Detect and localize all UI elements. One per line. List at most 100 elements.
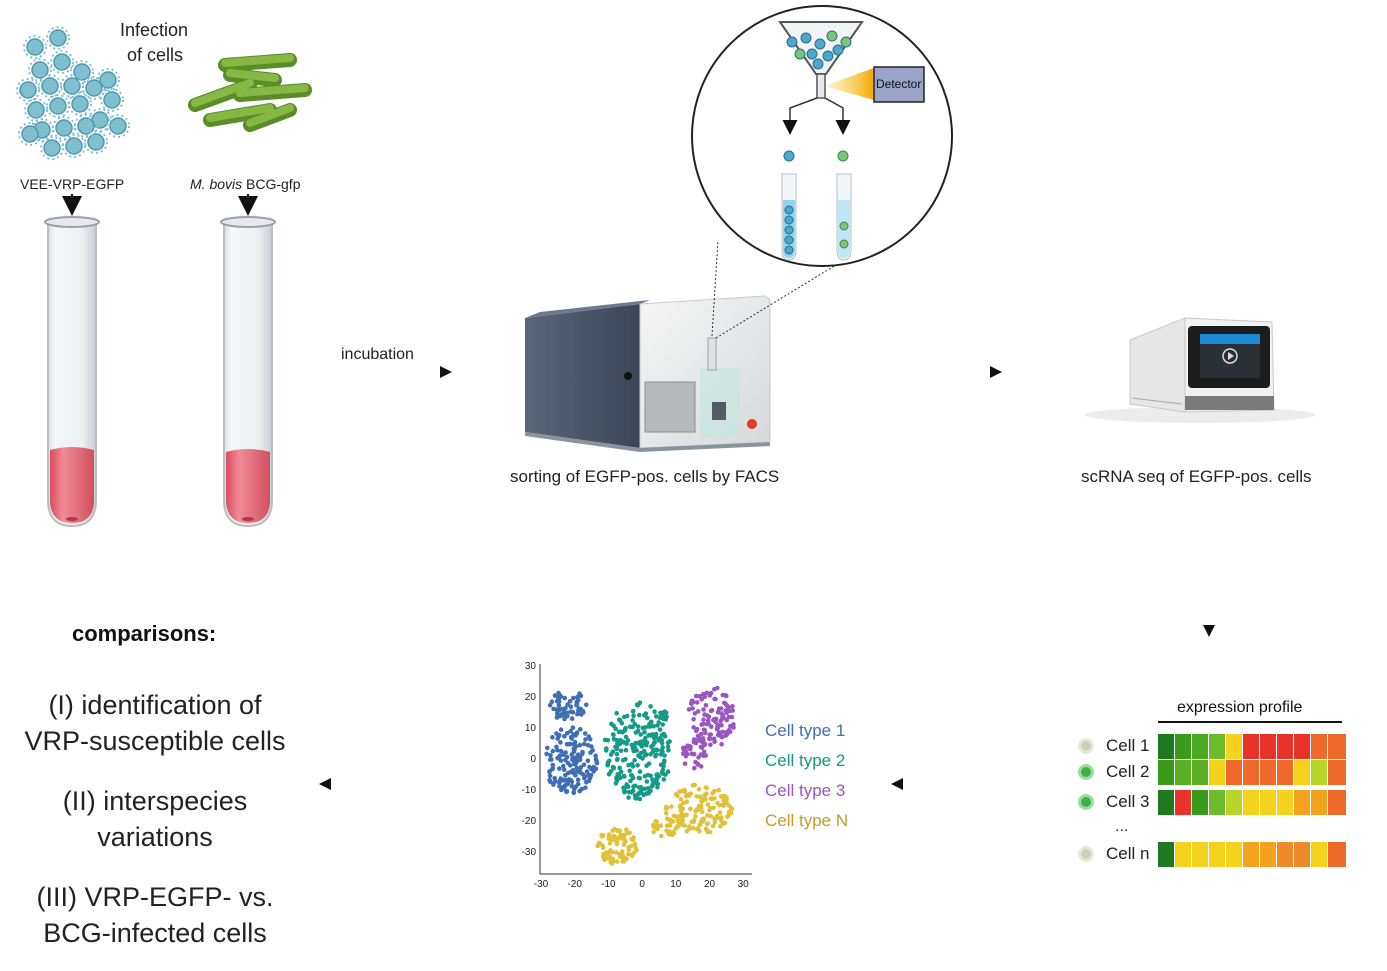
heatmap-cell [1191,841,1211,868]
scatter-point-cluster-4 [677,813,682,819]
scatter-point-cluster-2 [626,795,631,800]
scatter-point-cluster-2 [642,730,647,735]
scatter-point-cluster-1 [548,752,553,758]
scatter-point-cluster-2 [642,786,647,792]
scatter-point-cluster-1 [558,694,564,699]
scatter-point-cluster-3 [693,693,699,699]
facs-label: sorting of EGFP-pos. cells by FACS [510,467,780,486]
scatter-point-cluster-2 [608,752,614,757]
scatter-point-cluster-4 [693,814,698,819]
scatter-point-cluster-4 [717,810,723,815]
scatter-point-cluster-2 [618,729,623,734]
heatmap-cell [1225,789,1245,816]
scatter-point-cluster-4 [626,847,632,853]
scatter-point-cluster-4 [719,815,724,820]
scatter-point-cluster-2 [637,700,643,706]
scatter-point-cluster-4 [698,803,704,808]
heatmap-cell [1259,759,1279,786]
scatter-point-cluster-2 [662,709,668,714]
scatter-point-cluster-1 [570,710,576,715]
scatter-point-cluster-3 [703,730,708,736]
scrna-instrument-icon [1085,317,1315,423]
scatter-point-cluster-2 [621,714,627,720]
scatter-point-cluster-4 [633,845,639,851]
scatter-point-cluster-2 [639,744,645,749]
scatter-point-cluster-4 [599,832,604,838]
scatter-point-cluster-3 [711,736,717,742]
scatter-point-cluster-2 [632,721,638,727]
scatter-point-cluster-2 [662,753,667,758]
scatter-point-cluster-3 [729,714,735,720]
scatter-point-cluster-2 [630,788,636,794]
scatter-point-cluster-2 [627,724,633,729]
scatter-point-cluster-4 [631,851,636,856]
scatter-point-cluster-1 [549,699,555,704]
scatter-point-cluster-3 [708,742,713,747]
scatter-point-cluster-2 [642,725,648,730]
scatter-point-cluster-1 [569,716,575,721]
scatter-point-cluster-2 [646,732,652,738]
cell-dot-icon [1078,738,1094,754]
scatter-point-cluster-1 [588,750,593,755]
scatter-point-cluster-4 [691,825,696,831]
scatter-point-cluster-2 [621,773,627,779]
tube-right-label: M. bovis BCG-gfp [190,176,301,192]
scatter-point-cluster-1 [582,731,588,736]
x-tick-label: 0 [639,879,645,890]
scatter-point-cluster-4 [718,794,724,799]
heatmap-cell [1157,841,1177,868]
scatter-point-cluster-3 [704,690,710,696]
scatter-point-cluster-2 [617,765,622,771]
scatter-point-cluster-2 [602,737,608,743]
scatter-point-cluster-2 [644,779,650,784]
tube-left-label: VEE-VRP-EGFP [20,176,125,192]
scatter-point-cluster-2 [657,715,663,720]
scatter-point-cluster-1 [547,769,552,775]
scatter-point-cluster-1 [572,747,577,752]
scatter-point-cluster-4 [680,818,686,823]
scatter-point-cluster-4 [700,809,705,814]
scatter-point-cluster-2 [655,785,660,790]
scatter-point-cluster-2 [662,734,668,739]
virus-particles-icon [19,29,127,157]
scatter-point-cluster-2 [637,769,643,774]
scatter-point-cluster-3 [707,736,713,742]
scatter-point-cluster-4 [630,837,636,843]
scatter-point-cluster-2 [642,752,648,758]
scatter-point-cluster-4 [632,842,638,847]
scatter-point-cluster-3 [695,733,701,739]
scatter-point-cluster-3 [690,698,695,704]
detector-label: Detector [876,77,922,91]
scatter-point-cluster-1 [583,737,588,742]
scatter-point-cluster-2 [618,740,624,745]
heatmap-cell [1174,759,1194,786]
bacteria-icon [188,53,312,132]
scatter-point-cluster-4 [626,851,631,857]
scatter-point-cluster-2 [605,762,611,767]
scatter-point-cluster-1 [574,759,579,765]
scatter-point-cluster-4 [621,859,627,864]
infection-label-line1: Infection [120,20,189,40]
scatter-point-cluster-4 [705,813,710,818]
x-tick-label: 10 [670,879,682,890]
scatter-point-cluster-1 [561,767,567,773]
scatter-point-cluster-1 [565,702,570,707]
scatter-point-cluster-2 [630,709,636,714]
scatter-point-cluster-4 [689,819,694,825]
legend-item: Cell type 1 [765,721,846,740]
scatter-point-cluster-1 [578,727,583,732]
facs-machine-icon [525,295,771,452]
scatter-point-cluster-2 [657,727,663,732]
scatter-point-cluster-1 [580,749,585,755]
heatmap-cell [1225,733,1245,760]
scatter-point-cluster-2 [614,757,620,763]
scatter-point-cluster-4 [606,850,611,856]
scatter-point-cluster-1 [556,732,562,738]
scatter-point-cluster-1 [571,790,576,796]
incubation-label: incubation [341,346,414,363]
scatter-point-cluster-1 [568,704,574,709]
scatter-point-cluster-1 [563,713,569,718]
scatter-point-cluster-1 [558,740,563,745]
scatter-point-cluster-2 [655,747,660,753]
scatter-point-cluster-1 [545,745,550,751]
